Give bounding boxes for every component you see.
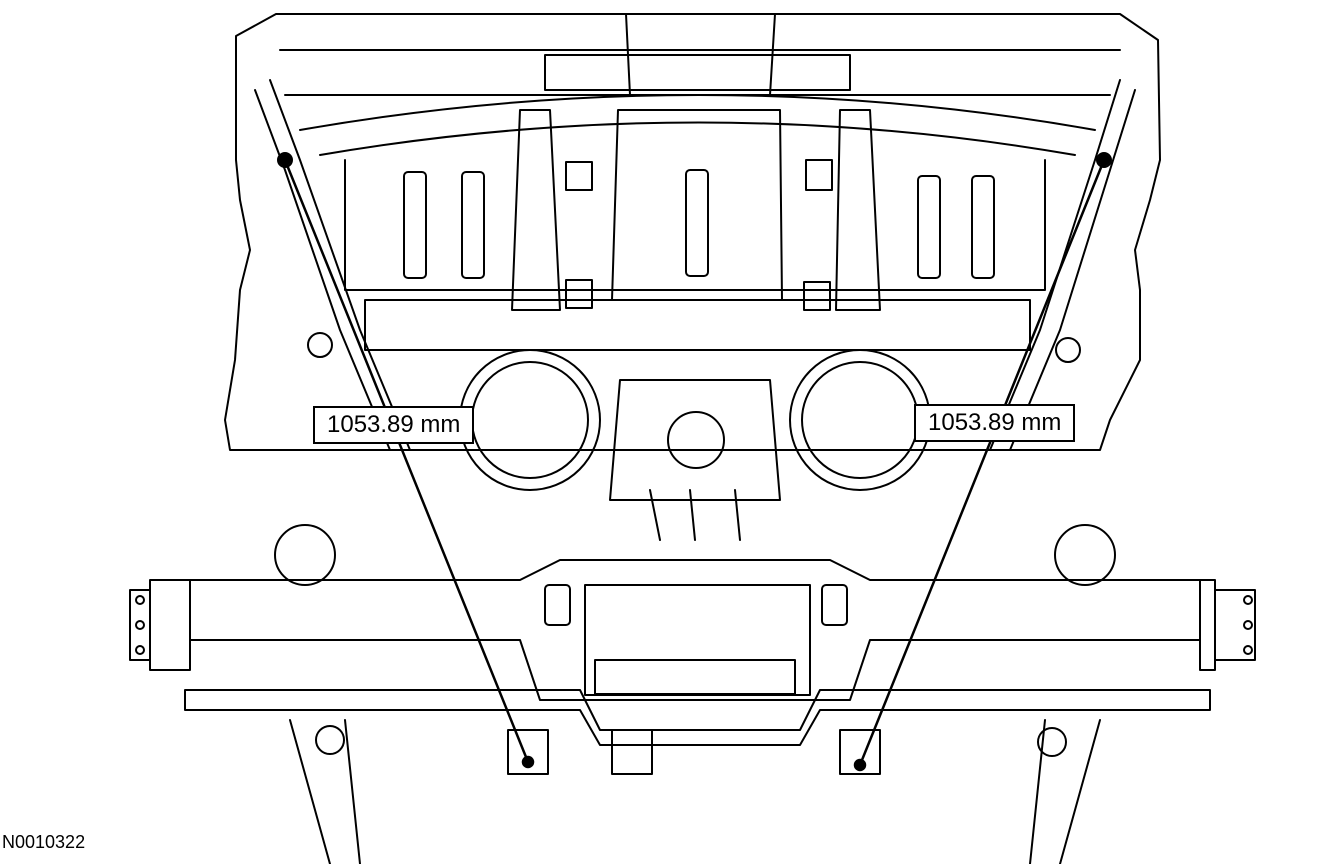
wheel-hubs (129, 524, 1256, 671)
figure-id: N0010322 (2, 832, 86, 852)
rear-floor-panel (224, 13, 1161, 451)
measurement-callout-left: 1053.89 mm (313, 406, 475, 444)
measurement-line-left (283, 158, 530, 764)
side-rails (254, 79, 1136, 451)
lower-frame (289, 719, 1101, 864)
reference-point (1097, 153, 1111, 167)
rear-subframe (184, 559, 1211, 746)
reference-point (521, 755, 535, 769)
measurement-callout-right: 1053.89 mm (914, 404, 1076, 442)
reference-point (853, 758, 867, 772)
measurement-line-right (858, 158, 1106, 767)
center-section (459, 349, 931, 541)
floor-cutouts (403, 109, 995, 311)
measurement-lines (278, 153, 1111, 772)
reference-point (278, 153, 292, 167)
